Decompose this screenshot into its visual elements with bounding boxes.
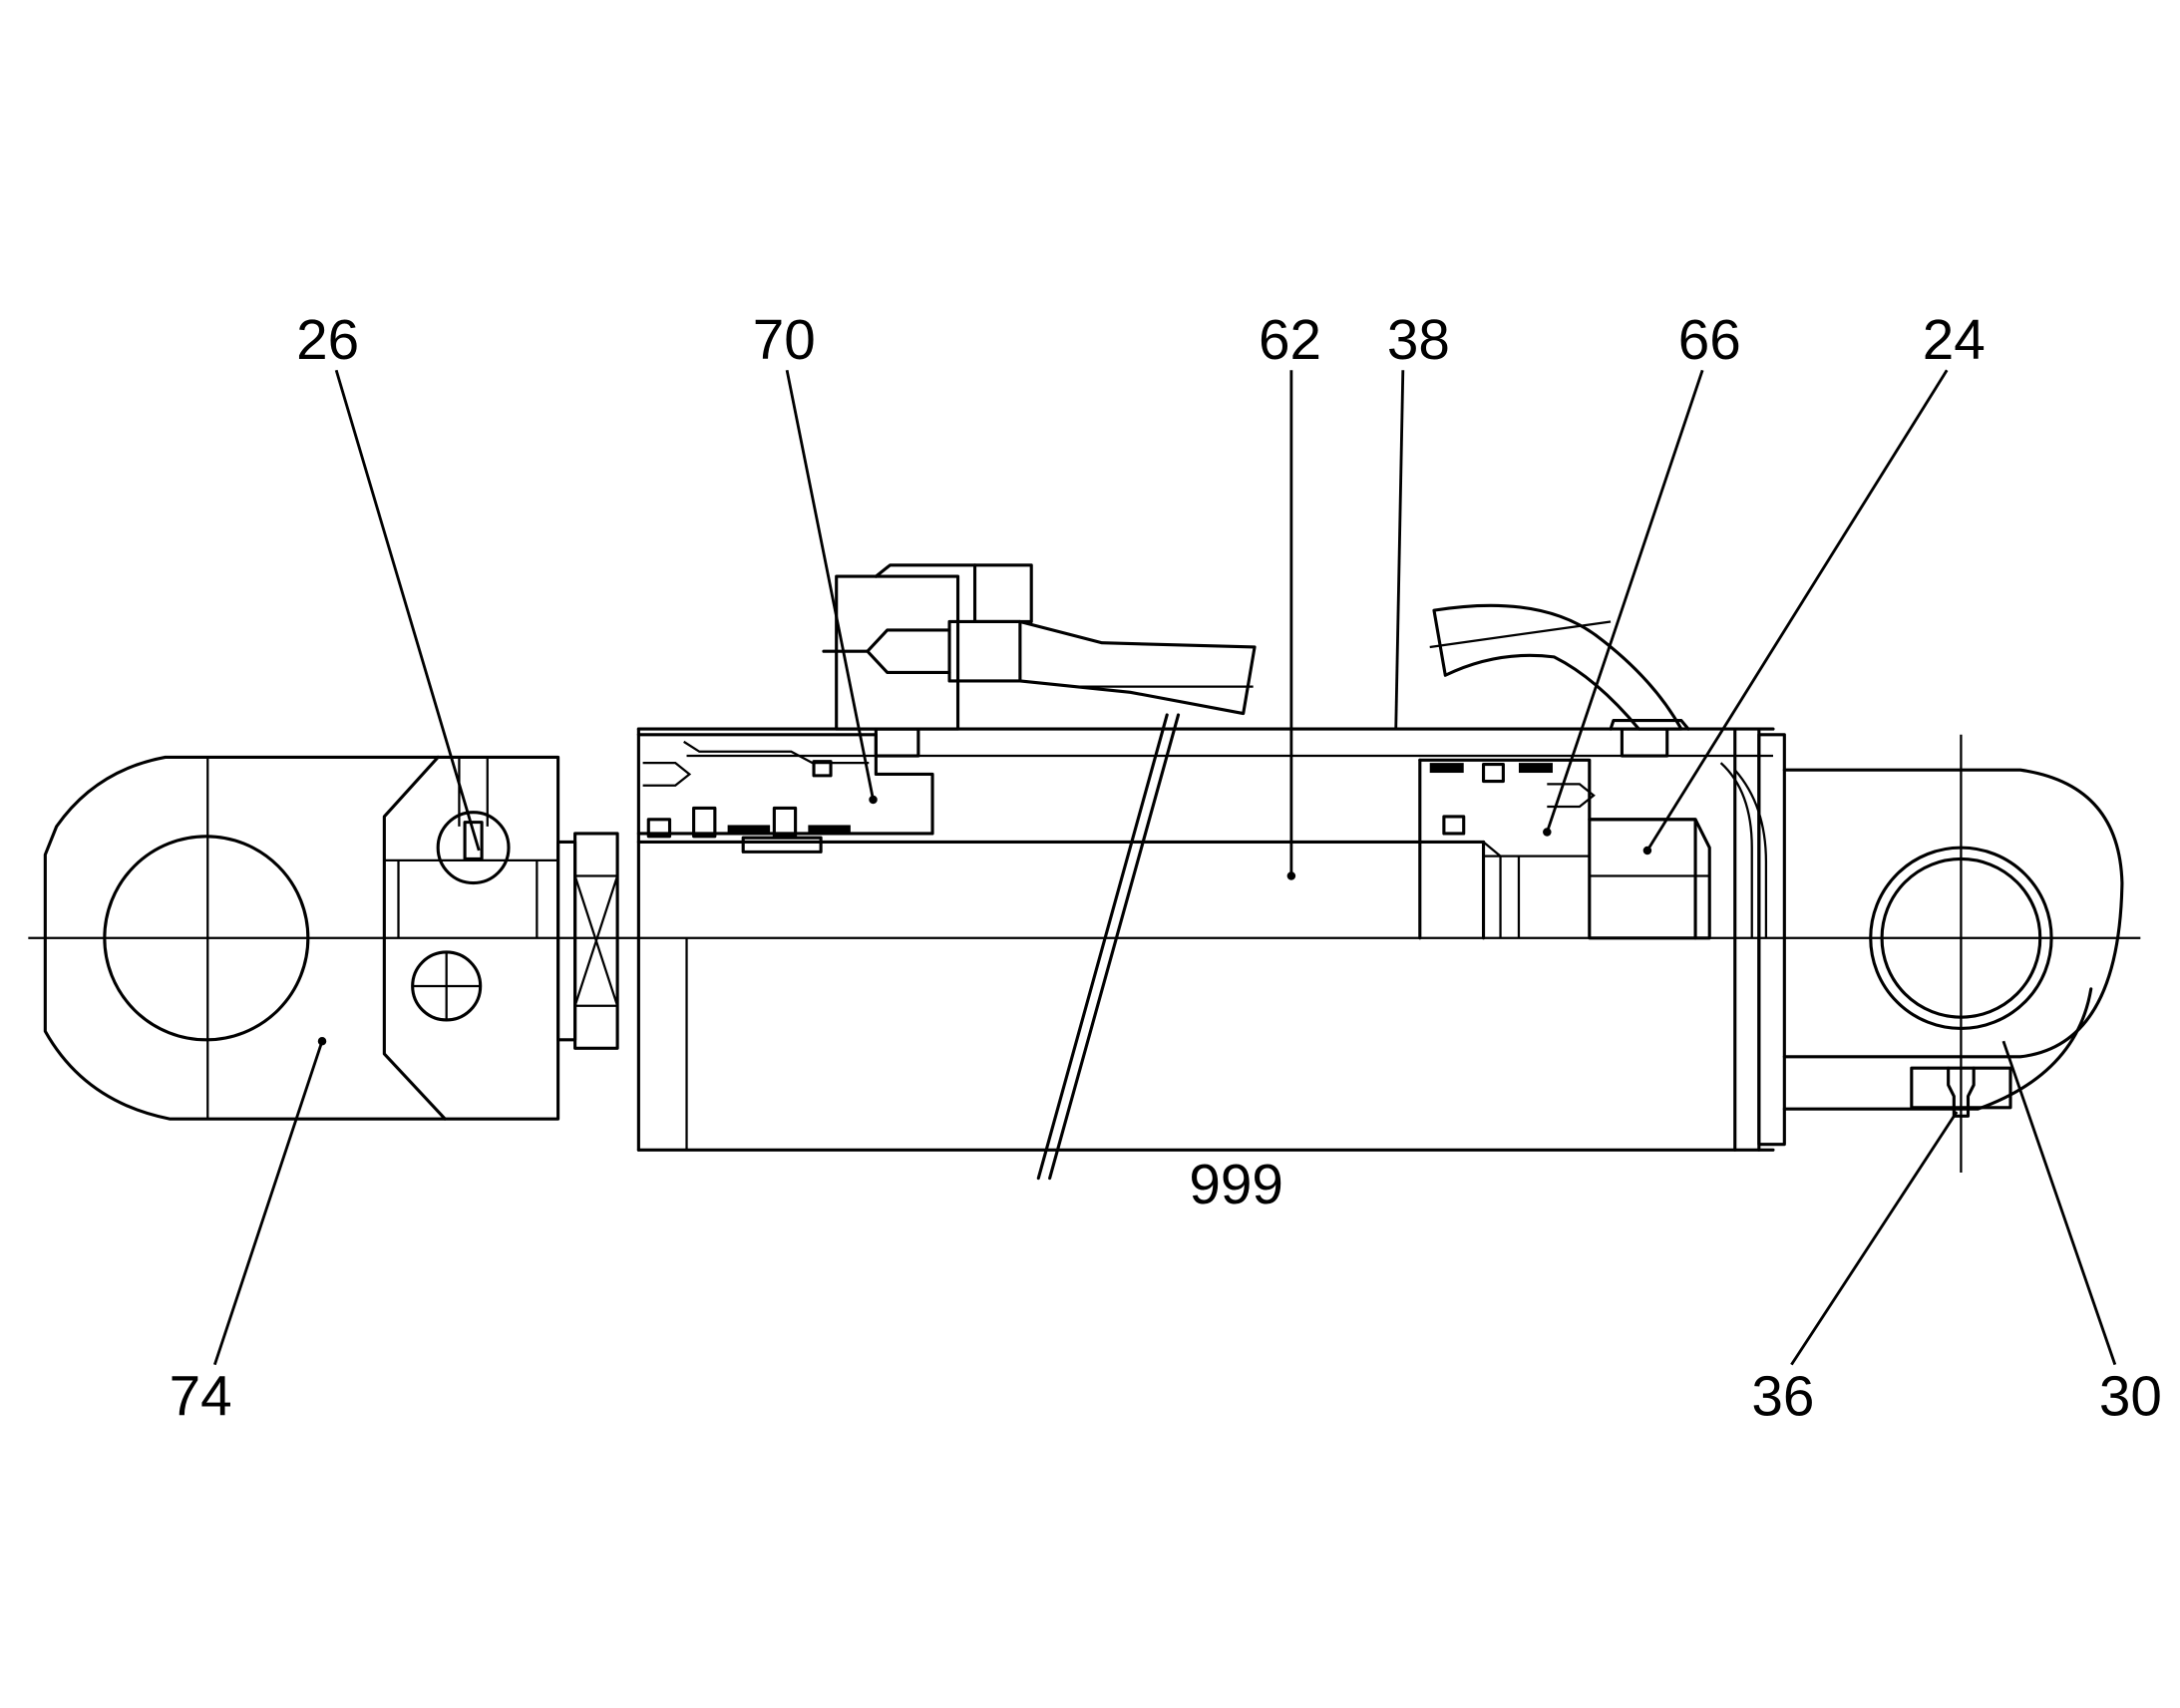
leader-dots (317, 795, 1652, 1046)
cap-end-eye (1782, 734, 2124, 1173)
piston-rod-62 (636, 840, 1502, 940)
callout-26: 26 (296, 309, 359, 372)
callout-62: 62 (1259, 309, 1321, 372)
callout-38: 38 (1387, 309, 1450, 372)
callout-74: 74 (170, 1366, 232, 1429)
rod-end-port (822, 563, 1257, 758)
rod-eye-clevis (43, 755, 560, 1121)
callout-30: 30 (2099, 1366, 2162, 1429)
cap-end-port (1429, 603, 1690, 758)
gland-head-70 (636, 733, 934, 854)
piston-nut-24 (1588, 762, 1768, 940)
leader-lines (212, 369, 2117, 1366)
callout-70: 70 (753, 309, 816, 372)
callout-36: 36 (1751, 1366, 1814, 1429)
grease-fitting-26 (436, 757, 511, 885)
cylinder-tube (636, 727, 1786, 1152)
callout-999: 999 (1189, 1154, 1283, 1216)
break-line-999 (1036, 713, 1181, 1181)
piston-66 (1418, 758, 1697, 940)
callout-24: 24 (1923, 309, 1986, 372)
callout-66: 66 (1678, 309, 1741, 372)
rod-nut (556, 832, 619, 1050)
